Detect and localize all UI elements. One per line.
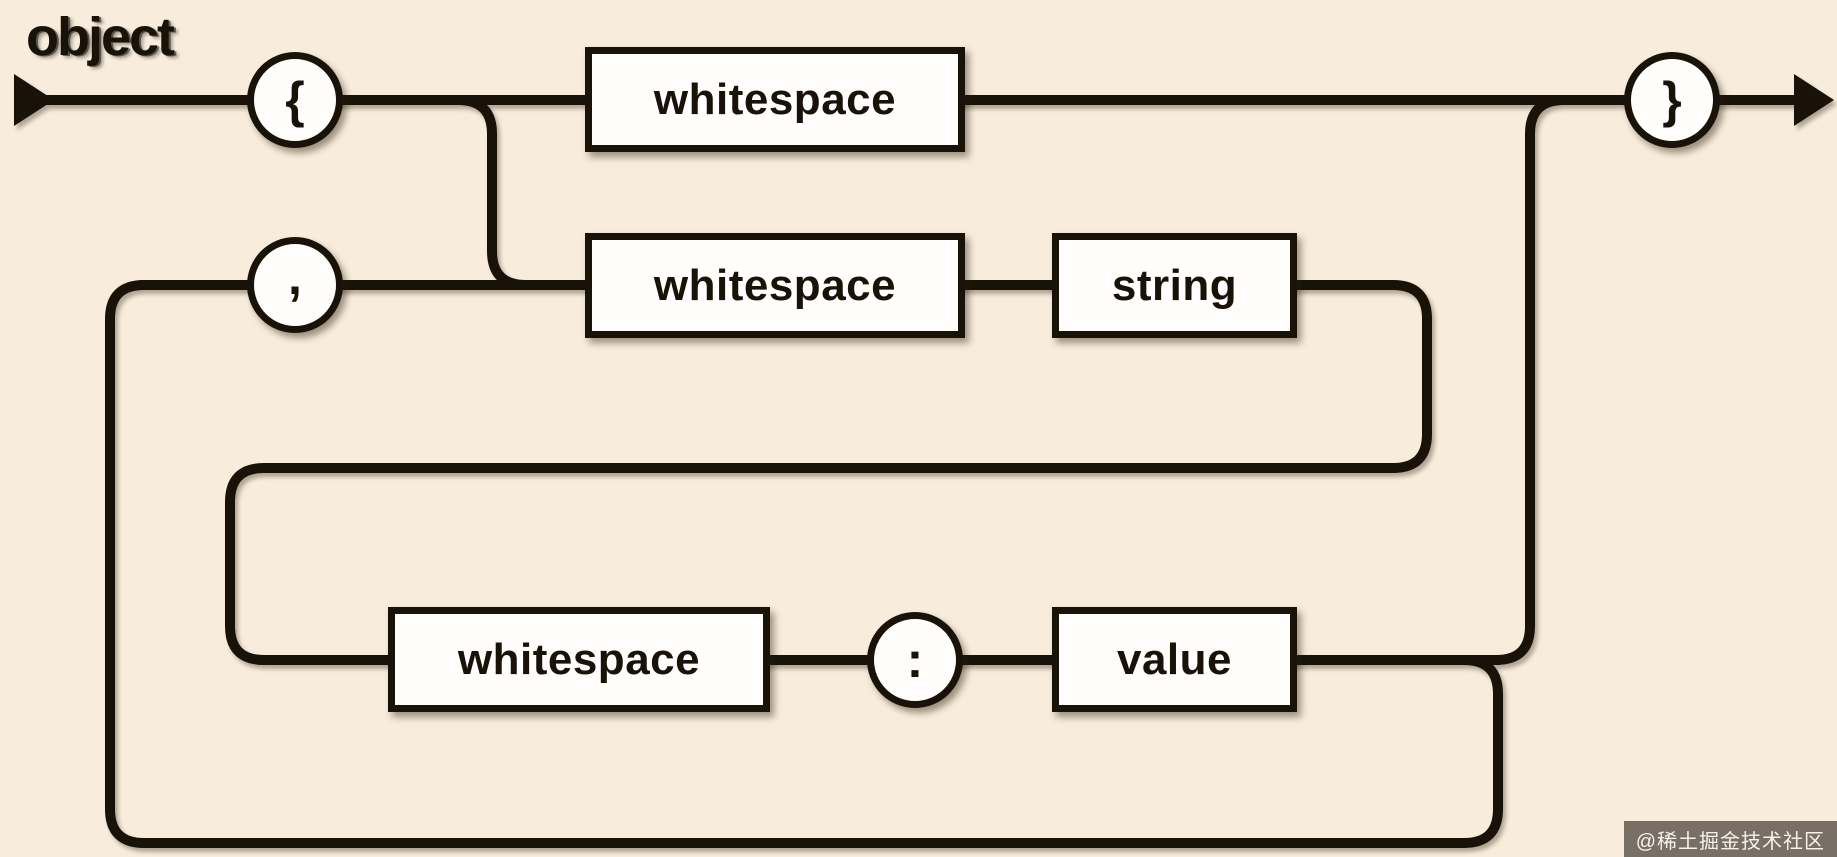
node-label: whitespace bbox=[457, 634, 701, 684]
node-whitespace-value: whitespace bbox=[388, 607, 770, 712]
node-open-brace: { bbox=[247, 52, 343, 148]
node-whitespace-top: whitespace bbox=[585, 47, 965, 152]
node-label: { bbox=[285, 72, 305, 128]
wire-open-brace-branch bbox=[345, 95, 600, 290]
wire-comma-loop bbox=[105, 280, 1503, 848]
node-value: value bbox=[1052, 607, 1297, 712]
node-label: , bbox=[288, 249, 302, 305]
node-string: string bbox=[1052, 233, 1297, 338]
node-label: } bbox=[1662, 72, 1682, 128]
node-close-brace: } bbox=[1624, 52, 1720, 148]
watermark-badge: @稀土掘金技术社区 bbox=[1623, 821, 1837, 857]
node-label: whitespace bbox=[653, 74, 897, 124]
node-colon: : bbox=[867, 612, 963, 708]
node-label: value bbox=[1116, 634, 1232, 684]
node-whitespace-member: whitespace bbox=[585, 233, 965, 338]
diagram-title: object bbox=[26, 7, 175, 67]
wire-member-to-pair bbox=[140, 280, 1500, 665]
wire-value-exit-up bbox=[1495, 95, 1600, 665]
node-label: : bbox=[906, 632, 924, 688]
end-arrow-icon bbox=[1794, 74, 1834, 126]
node-comma: , bbox=[247, 237, 343, 333]
node-label: whitespace bbox=[653, 260, 897, 310]
start-arrow-icon bbox=[14, 74, 54, 126]
node-label: string bbox=[1111, 260, 1238, 310]
